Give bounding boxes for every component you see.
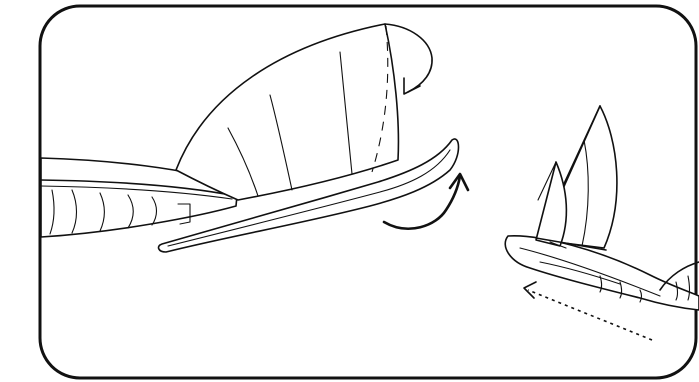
motion-arrow [523,281,653,341]
closeup-hull-body [40,157,239,238]
diagram-frame [38,4,698,380]
closeup-sail [175,23,433,201]
boat-sails [535,105,618,251]
closeup-board [157,138,470,253]
boat-hull [504,235,699,311]
